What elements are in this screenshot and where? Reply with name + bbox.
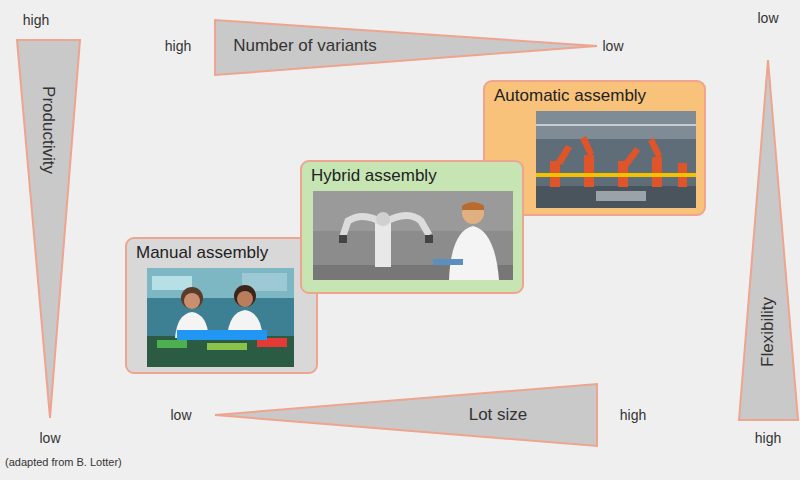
scale-end: low xyxy=(39,430,60,447)
box-heading: Manual assembly xyxy=(136,243,268,263)
variants-wedge xyxy=(215,20,597,75)
axis-title: Flexibility xyxy=(758,297,778,367)
axis-title: Productivity xyxy=(38,86,58,174)
scale-end: high xyxy=(755,430,781,447)
flexibility-wedge xyxy=(739,60,798,420)
box-heading: Hybrid assembly xyxy=(311,166,437,186)
scale-end: low xyxy=(757,10,778,27)
axis-title: Lot size xyxy=(469,405,528,425)
scale-end: low xyxy=(170,407,191,424)
axis-title: Number of variants xyxy=(233,36,377,56)
scale-end: high xyxy=(165,38,191,55)
hybrid-assembly-box: Hybrid assembly xyxy=(300,160,524,294)
lot-size-wedge xyxy=(215,384,597,446)
hybrid-photo xyxy=(313,191,513,280)
scale-end: high xyxy=(620,407,646,424)
automatic-photo xyxy=(536,111,696,208)
scale-end: low xyxy=(602,38,623,55)
manual-photo xyxy=(147,268,294,367)
source-note: (adapted from B. Lotter) xyxy=(5,456,122,469)
box-heading: Automatic assembly xyxy=(494,86,646,106)
productivity-wedge xyxy=(17,40,80,418)
scale-end: high xyxy=(23,12,49,29)
manual-assembly-box: Manual assembly xyxy=(125,237,318,374)
